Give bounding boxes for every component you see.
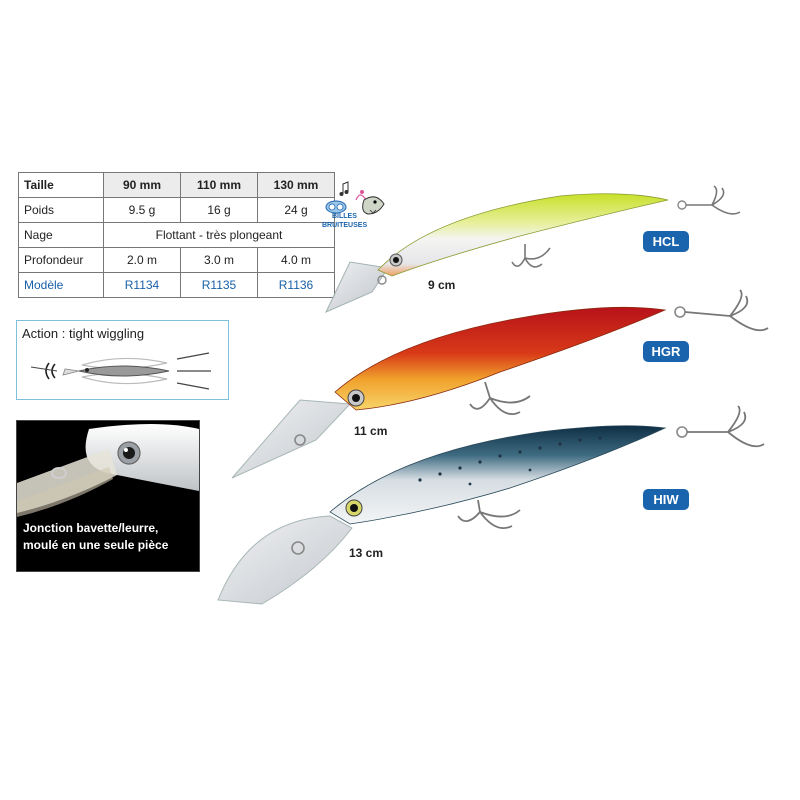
table-cell: 9.5 g [103,197,181,223]
table-header-cell: Taille [18,172,104,198]
lure-hiw [217,405,765,605]
table-header-cell: 130 mm [257,172,335,198]
table-cell: 16 g [180,197,258,223]
lure-size-label: 9 cm [428,278,456,292]
lure-closeup-image [17,424,199,517]
lure-hgr [231,289,769,479]
lure-hcl [324,185,741,313]
fish-music-icon [325,181,385,215]
lure-size-label: 13 cm [349,546,384,560]
action-box: Action : tight wiggling [16,320,229,400]
table-header-row: Taille 90 mm 110 mm 130 mm [18,172,335,198]
table-cell: R1134 [103,272,181,298]
caption-line: Jonction bavette/leurre, [23,521,159,535]
action-title: Action : tight wiggling [22,326,145,341]
color-code-badge: HGR [643,341,689,362]
color-code-badge: HCL [643,231,689,252]
table-row-model: Modèle R1134 R1135 R1136 [18,272,335,298]
table-cell-merged: Flottant - très plongeant [103,222,335,248]
row-label: Nage [18,222,104,248]
lure-size-label: 11 cm [354,424,388,438]
table-row: Nage Flottant - très plongeant [18,222,335,248]
noise-balls-logo: BILLES BRUITEUSES [318,180,388,236]
row-label: Profondeur [18,247,104,273]
table-cell: 24 g [257,197,335,223]
swim-action-diagram [30,352,211,390]
photo-caption: Jonction bavette/leurre, moulé en une se… [23,520,199,554]
spec-table: Taille 90 mm 110 mm 130 mm Poids 9.5 g 1… [18,172,335,298]
table-cell: 3.0 m [180,247,258,273]
caption-line: moulé en une seule pièce [23,538,169,552]
table-cell: R1136 [257,272,335,298]
table-row: Profondeur 2.0 m 3.0 m 4.0 m [18,247,335,273]
table-cell: 2.0 m [103,247,181,273]
table-cell: 4.0 m [257,247,335,273]
color-code-badge: HIW [643,489,689,510]
table-row: Poids 9.5 g 16 g 24 g [18,197,335,223]
closeup-photo: Jonction bavette/leurre, moulé en une se… [16,420,200,572]
row-label: Poids [18,197,104,223]
table-cell: R1135 [180,272,258,298]
row-label: Modèle [18,272,104,298]
logo-text-line1: BILLES [332,213,357,220]
logo-text-line2: BRUITEUSES [322,222,368,229]
